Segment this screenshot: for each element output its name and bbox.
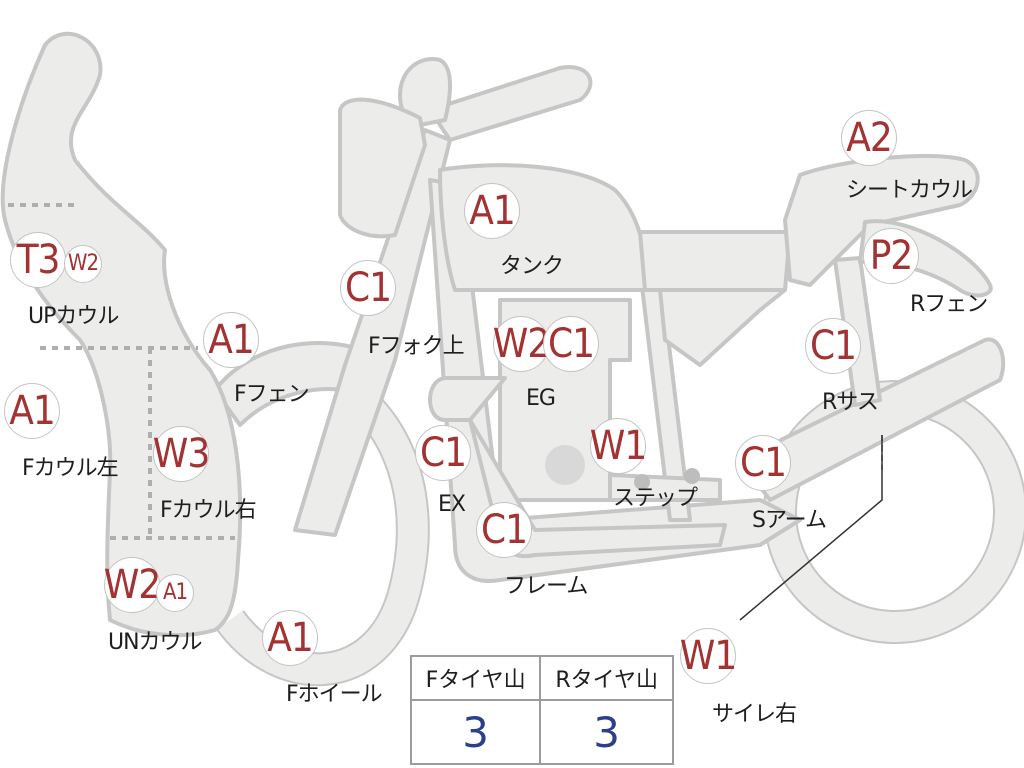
label-upcowl: UPカウル [28,304,119,329]
seat-shape [638,230,792,292]
label-exhaust: EX [438,492,466,517]
marker-code: C1 [739,440,787,486]
frame-shape [428,178,802,583]
marker-uncowl: W2 [103,557,161,613]
marker-swingarm: C1 [735,435,791,491]
tire-table-value-row: 3 3 [409,699,674,765]
marker-code: A1 [469,188,515,234]
marker-frame: C1 [476,502,532,558]
cowl-shape [0,31,243,638]
value-front-tire: 3 [409,699,542,765]
marker-engine-w2: W2 [492,316,550,372]
marker-step: W1 [589,418,647,474]
step-peg-right [684,468,700,484]
marker-code: A1 [9,388,55,434]
header-rear-tire: Rタイヤ山 [539,655,674,701]
marker-ffender: A1 [203,312,259,368]
header-front-tire: Fタイヤ山 [409,655,542,701]
marker-silencer: W1 [679,628,737,684]
marker-code: C1 [419,430,467,476]
marker-code: T3 [16,237,61,283]
label-rfender: Rフェン [910,292,988,317]
marker-code: C1 [809,323,857,369]
marker-upcowl-secondary: W2 [64,245,102,283]
marker-fcowl-right: W3 [152,426,210,482]
label-swingarm: Sアーム [752,508,827,533]
marker-code: A1 [208,317,254,363]
marker-ffork: C1 [340,260,396,316]
step-peg-left [634,474,650,490]
handlebar-shape [428,65,593,142]
marker-exhaust: C1 [415,425,471,481]
swingarm-shape [738,337,1006,502]
label-ffender: Fフェン [234,382,310,407]
label-fcowl-left: Fカウル左 [22,456,119,481]
label-engine: EG [526,386,556,411]
label-tank: タンク [500,254,564,279]
label-frame: フレーム [504,574,588,599]
value-rear-tire: 3 [539,699,674,765]
engine-cover [545,445,585,485]
marker-code: W3 [152,431,210,477]
label-rshock: Rサス [822,390,879,415]
marker-seatcowl: A2 [841,110,897,166]
label-fcowl-right: Fカウル右 [160,498,257,523]
marker-code: A1 [162,580,188,605]
marker-code: C1 [344,265,392,311]
label-ffork: Fフォク上 [368,334,465,359]
meter-shape [338,97,427,239]
marker-uncowl-secondary: A1 [156,574,194,612]
marker-code: W1 [589,423,647,469]
label-seatcowl: シートカウル [846,178,973,203]
marker-code: W2 [492,321,550,367]
marker-code: C1 [480,507,528,553]
marker-code: A2 [846,115,892,161]
marker-rshock: C1 [805,318,861,374]
marker-rfender: P2 [863,228,919,284]
marker-code: W2 [103,562,161,608]
label-uncowl: UNカウル [108,630,203,655]
marker-fcowl-left: A1 [4,383,60,439]
side-cover-shape [658,288,787,367]
label-fwheel: Fホイール [286,682,383,707]
marker-code: A1 [267,615,313,661]
tire-table-header-row: Fタイヤ山 Rタイヤ山 [409,655,674,701]
label-silencer: サイレ右 [712,702,797,727]
tire-tread-table: Fタイヤ山 Rタイヤ山 3 3 [409,655,674,765]
label-step: ステップ [613,486,698,511]
marker-code: C1 [547,321,595,367]
marker-code: W2 [67,251,99,276]
marker-fwheel: A1 [262,610,318,666]
marker-code: W1 [679,633,737,679]
marker-tank: A1 [464,183,520,239]
marker-engine-c1: C1 [543,316,599,372]
marker-upcowl: T3 [10,232,66,288]
marker-code: P2 [869,233,914,279]
